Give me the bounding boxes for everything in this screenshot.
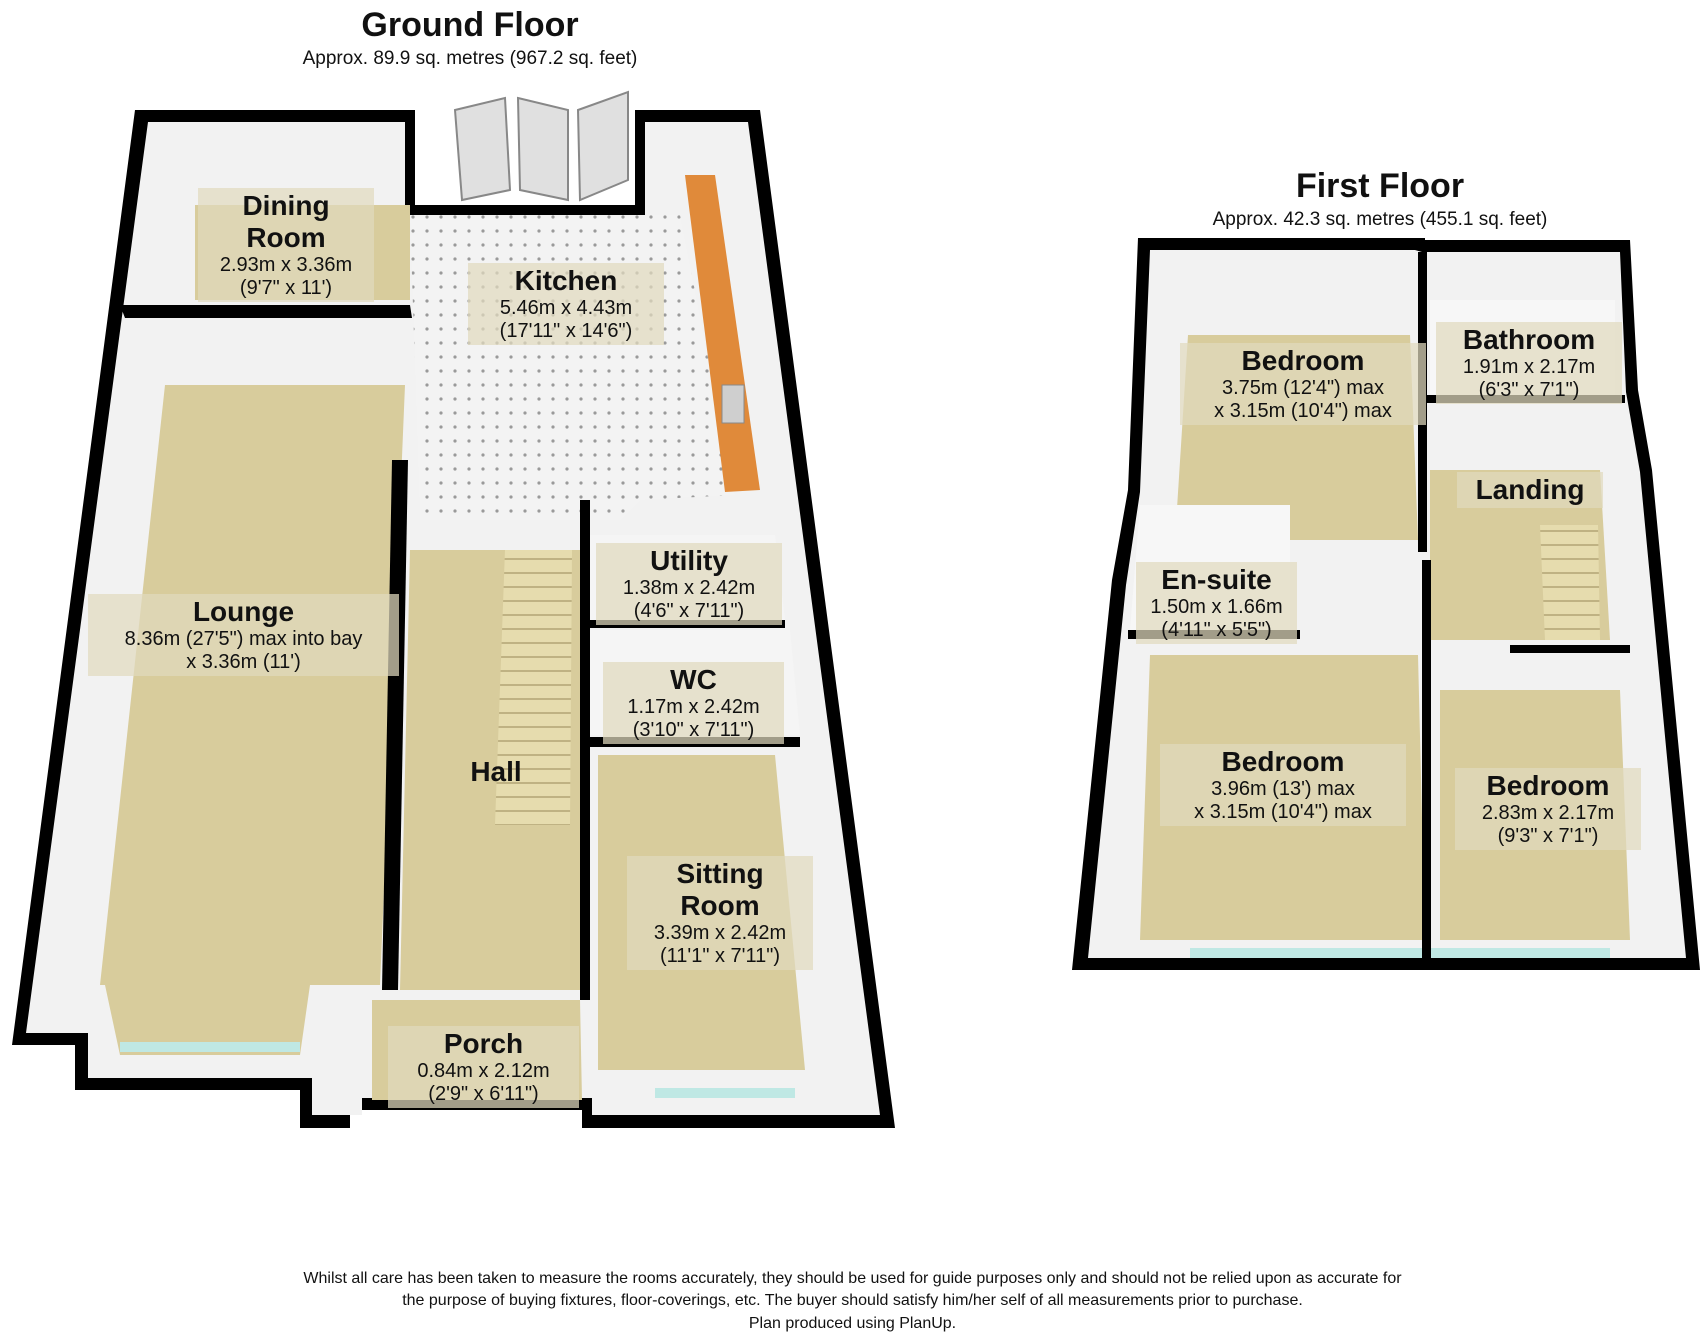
room-name-line: Utility bbox=[650, 545, 728, 576]
room-dimensions-metric: 3.96m (13') max bbox=[1211, 778, 1355, 801]
hall-label: Hall bbox=[448, 754, 544, 790]
room-dimensions-imperial: (4'6" x 7'11") bbox=[633, 600, 745, 623]
room-name-line: Bathroom bbox=[1462, 324, 1596, 355]
dining-room-label: Dining Room 2.93m x 3.36m (9'7" x 11') bbox=[198, 188, 374, 303]
room-dimensions-imperial: (6'3" x 7'1") bbox=[1478, 379, 1580, 402]
room-dimensions-metric: 1.17m x 2.42m bbox=[627, 696, 760, 719]
room-dimensions-imperial: x 3.15m (10'4") max bbox=[1214, 400, 1392, 423]
lounge-hall-wall bbox=[382, 460, 408, 990]
room-dimensions-metric: 1.38m x 2.42m bbox=[622, 577, 756, 600]
room-dimensions-metric: 3.75m (12'4") max bbox=[1221, 377, 1385, 400]
hall-stairs bbox=[495, 550, 572, 825]
front-bedroom-window bbox=[1190, 948, 1610, 958]
porch-front-window bbox=[655, 1088, 795, 1098]
room-dimensions-imperial: (2'9" x 6'11") bbox=[428, 1083, 539, 1106]
sitting-room-label: Sitting Room 3.39m x 2.42m (11'1" x 7'11… bbox=[627, 856, 813, 971]
bifold-doors bbox=[453, 90, 629, 202]
room-name-line: Sitting bbox=[676, 858, 764, 889]
kitchen-label: Kitchen 5.46m x 4.43m (17'11" x 14'6") bbox=[468, 263, 664, 346]
room-name-line: Bedroom bbox=[1486, 770, 1610, 801]
room-name-line: WC bbox=[670, 664, 717, 695]
lounge-label: Lounge 8.36m (27'5") max into bay x 3.36… bbox=[88, 594, 399, 677]
room-name-line: Dining bbox=[242, 190, 330, 221]
room-dimensions-metric: 2.83m x 2.17m bbox=[1481, 802, 1615, 825]
room-name-line: Landing bbox=[1475, 474, 1585, 505]
room-name-line: Room bbox=[246, 222, 326, 254]
kitchen-floor bbox=[410, 215, 735, 520]
dining-lounge-wall bbox=[120, 305, 412, 318]
landing-bedroom3-wall bbox=[1510, 645, 1630, 653]
landing-stairs bbox=[1540, 525, 1600, 640]
lounge-bay-window bbox=[120, 1042, 300, 1052]
room-name-line: Lounge bbox=[192, 596, 295, 627]
room-dimensions-metric: 1.50m x 1.66m bbox=[1150, 596, 1283, 619]
room-dimensions-imperial: (17'11" x 14'6") bbox=[499, 320, 633, 343]
disclaimer-line: the purpose of buying fixtures, floor-co… bbox=[402, 1292, 1303, 1310]
disclaimer: Whilst all care has been taken to measur… bbox=[100, 1268, 1605, 1335]
room-name-line: Bedroom bbox=[1241, 345, 1365, 376]
room-dimensions-metric: 5.46m x 4.43m bbox=[499, 297, 633, 320]
first-floor-title: First Floor bbox=[1295, 167, 1465, 205]
lounge-floor bbox=[100, 385, 405, 985]
room-dimensions-metric: 1.91m x 2.17m bbox=[1462, 356, 1596, 379]
room-dimensions-imperial: (4'11" x 5'5") bbox=[1161, 619, 1272, 642]
en-suite-label: En-suite 1.50m x 1.66m (4'11" x 5'5") bbox=[1136, 562, 1297, 645]
room-dimensions-metric: 3.39m x 2.42m bbox=[653, 922, 787, 945]
first-floor-area: Approx. 42.3 sq. metres (455.1 sq. feet) bbox=[1212, 209, 1548, 230]
room-dimensions-imperial: (11'1" x 7'11") bbox=[659, 945, 781, 968]
bedroom-2-label: Bedroom 3.96m (13') max x 3.15m (10'4") … bbox=[1160, 744, 1406, 827]
ground-floor-title: Ground Floor bbox=[361, 6, 579, 44]
room-dimensions-metric: 0.84m x 2.12m bbox=[417, 1060, 550, 1083]
room-dimensions-imperial: x 3.15m (10'4") max bbox=[1194, 801, 1372, 824]
bedroom-1-label: Bedroom 3.75m (12'4") max x 3.15m (10'4"… bbox=[1180, 343, 1426, 426]
bedroom-3-label: Bedroom 2.83m x 2.17m (9'3" x 7'1") bbox=[1455, 768, 1641, 851]
room-dimensions-imperial: (9'7" x 11') bbox=[239, 277, 333, 300]
room-dimensions-imperial: (9'3" x 7'1") bbox=[1497, 825, 1599, 848]
room-name-line: Bedroom bbox=[1221, 746, 1345, 777]
landing-label: Landing bbox=[1457, 472, 1603, 509]
bedroom2-bedroom3-wall bbox=[1422, 560, 1431, 960]
room-name-line: Porch bbox=[443, 1028, 524, 1059]
room-dimensions-imperial: x 3.36m (11') bbox=[186, 651, 301, 674]
porch-label: Porch 0.84m x 2.12m (2'9" x 6'11") bbox=[388, 1026, 579, 1109]
ground-floor-area: Approx. 89.9 sq. metres (967.2 sq. feet) bbox=[302, 48, 638, 69]
room-dimensions-imperial: (3'10" x 7'11") bbox=[632, 719, 755, 742]
room-dimensions-metric: 8.36m (27'5") max into bay bbox=[124, 628, 363, 651]
wc-label: WC 1.17m x 2.42m (3'10" x 7'11") bbox=[603, 662, 784, 745]
hall-utility-wall bbox=[580, 500, 590, 1000]
bathroom-label: Bathroom 1.91m x 2.17m (6'3" x 7'1") bbox=[1436, 322, 1622, 405]
kitchen-sink bbox=[721, 384, 745, 424]
room-name-line: Kitchen bbox=[514, 265, 618, 296]
disclaimer-line: Plan produced using PlanUp. bbox=[748, 1314, 957, 1332]
lounge-bay-floor bbox=[105, 985, 310, 1055]
room-name-line: En-suite bbox=[1161, 564, 1272, 595]
utility-label: Utility 1.38m x 2.42m (4'6" x 7'11") bbox=[596, 543, 782, 626]
room-dimensions-metric: 2.93m x 3.36m bbox=[219, 254, 353, 277]
disclaimer-line: Whilst all care has been taken to measur… bbox=[303, 1270, 1402, 1287]
room-name-line: Room bbox=[680, 890, 760, 922]
room-name-line: Hall bbox=[470, 756, 522, 787]
